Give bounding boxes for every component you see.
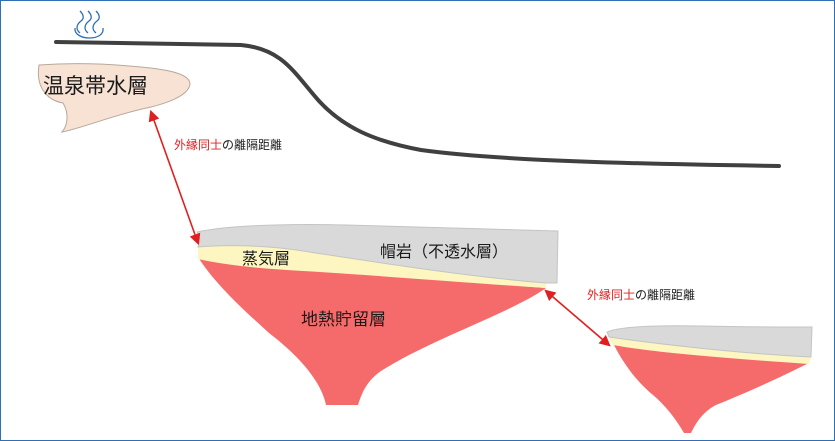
separation-label-2-highlight: 外縁同士 [587,287,635,302]
cap-rock-shape [196,223,559,284]
separation-label-1-highlight: 外縁同士 [174,137,222,152]
hot-spring-aquifer-label: 温泉帯水層 [43,74,148,98]
geothermal-reservoir-shape [198,257,546,405]
geothermal-reservoir-label: 地熱貯留層 [301,310,386,330]
ground-surface-line [54,40,781,168]
separation-arrow-2 [544,289,611,347]
separation-label-2: 外縁同士の離隔距離 [587,287,695,302]
small-reservoir-shape [613,343,809,433]
hot-spring-aquifer-shape [37,63,191,133]
separation-label-1: 外縁同士の離隔距離 [174,137,282,152]
separation-label-1-rest: の離隔距離 [222,138,282,152]
small-cap-rock-shape [606,325,813,358]
steam-layer-shape [198,245,546,288]
cap-rock-label: 帽岩（不透水層） [380,242,508,261]
steam-layer-label: 蒸気層 [242,249,290,268]
hot-spring-icon [74,10,104,39]
separation-arrow-1 [148,109,201,246]
separation-label-2-rest: の離隔距離 [635,288,695,302]
